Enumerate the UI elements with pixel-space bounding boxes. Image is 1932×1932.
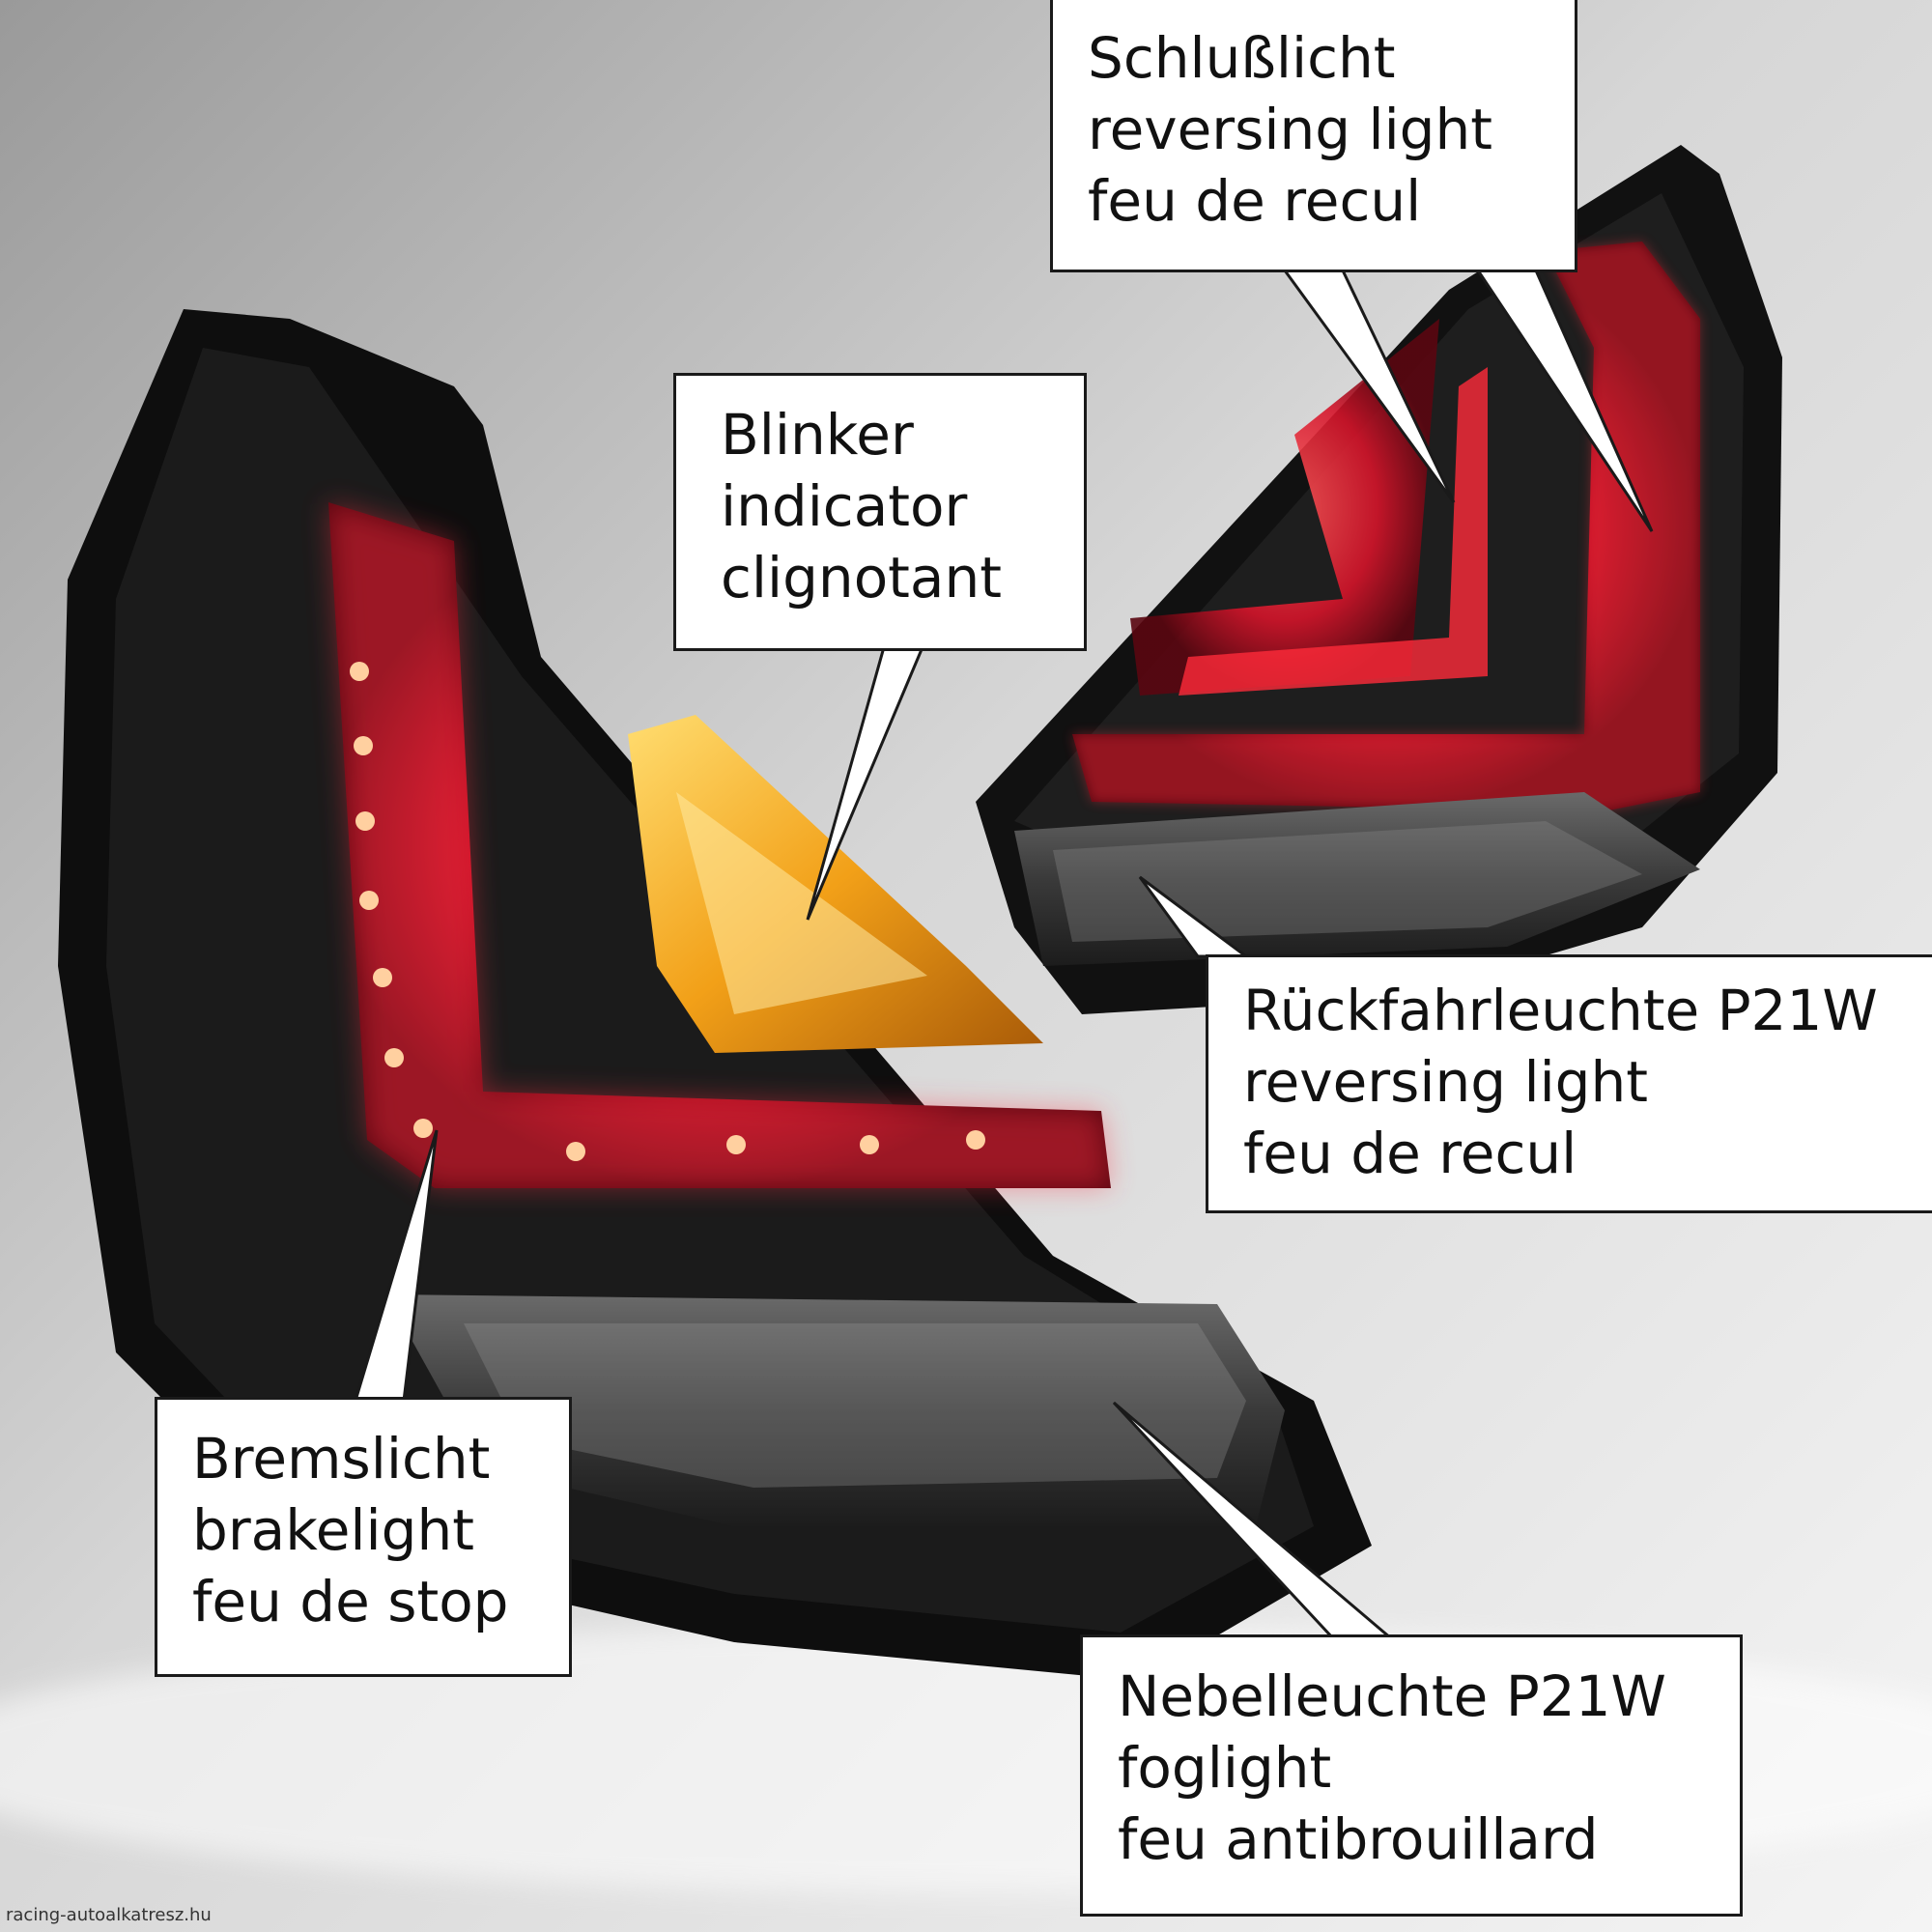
- callout-bremslicht-line-1: Bremslicht: [192, 1426, 491, 1492]
- callout-bremslicht-line-3: feu de stop: [192, 1569, 509, 1634]
- callout-bremslicht: Bremslicht brakelight feu de stop: [155, 1397, 572, 1677]
- callout-nebel-line-1: Nebelleuchte P21W: [1118, 1663, 1666, 1729]
- callout-nebel: Nebelleuchte P21W foglight feu antibroui…: [1080, 1634, 1743, 1917]
- callout-nebel-line-2: foglight: [1118, 1735, 1332, 1801]
- callout-bremslicht-line-2: brakelight: [192, 1497, 474, 1563]
- callout-blinker-line-3: clignotant: [721, 545, 1002, 611]
- callout-blinker-line-1: Blinker: [721, 402, 914, 468]
- callout-rueckfahr-line-2: reversing light: [1243, 1049, 1648, 1115]
- callout-rueckfahr-line-3: feu de recul: [1243, 1121, 1577, 1186]
- callout-schlusslicht: Schlußlicht reversing light feu de recul: [1050, 0, 1577, 272]
- callout-rueckfahr: Rückfahrleuchte P21W reversing light feu…: [1206, 954, 1932, 1213]
- watermark: racing-autoalkatresz.hu: [6, 1905, 212, 1925]
- callout-blinker-line-2: indicator: [721, 473, 968, 539]
- callout-schlusslicht-line-2: reversing light: [1088, 97, 1492, 162]
- callout-schlusslicht-line-3: feu de recul: [1088, 168, 1422, 234]
- callout-rueckfahr-line-1: Rückfahrleuchte P21W: [1243, 978, 1878, 1043]
- callout-blinker: Blinker indicator clignotant: [673, 373, 1087, 651]
- callout-pointers: [353, 269, 1654, 1640]
- callout-nebel-line-3: feu antibrouillard: [1118, 1806, 1599, 1872]
- callout-schlusslicht-line-1: Schlußlicht: [1088, 25, 1396, 91]
